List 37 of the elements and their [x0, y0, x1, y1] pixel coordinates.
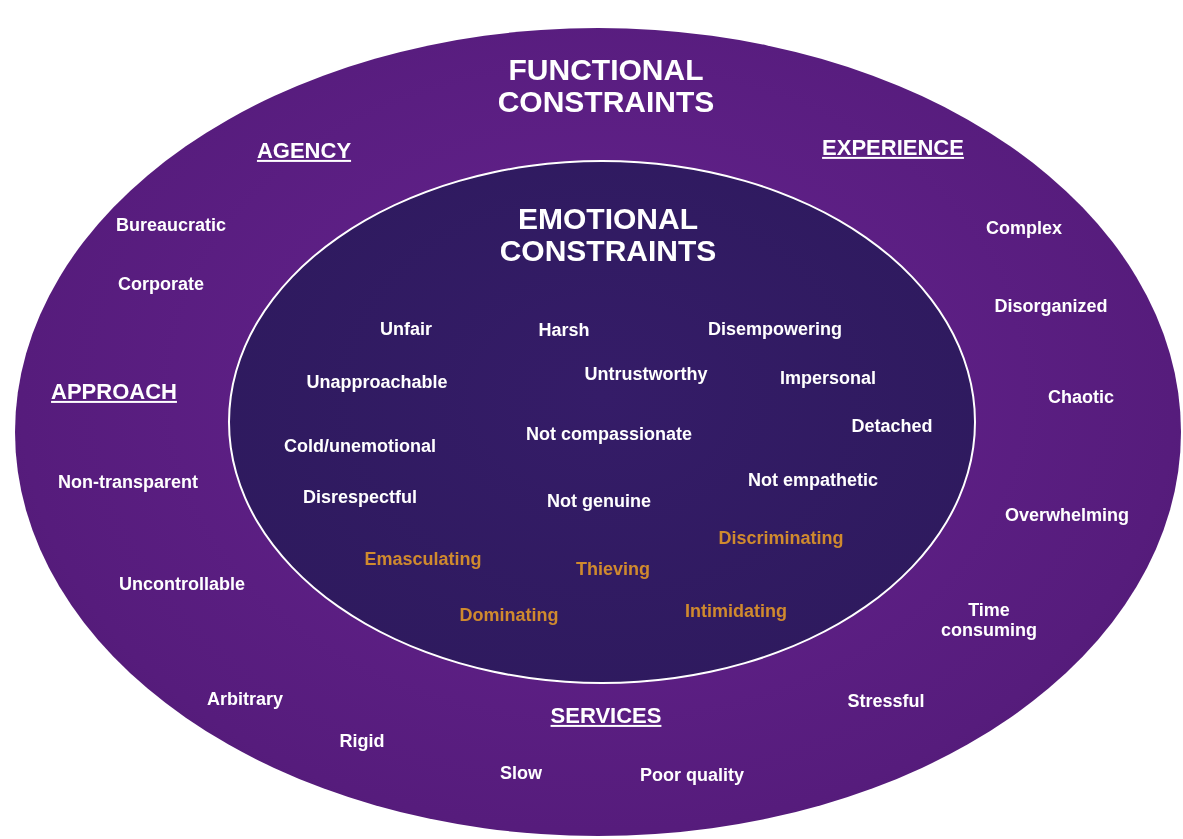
- term-text: Arbitrary: [207, 690, 283, 710]
- term-text: Bureaucratic: [115, 216, 227, 236]
- category-heading: AGENCY: [256, 138, 352, 164]
- term-text: Disorganized: [994, 297, 1108, 317]
- term-text: Complex: [986, 219, 1062, 239]
- term-text: Dominating: [459, 606, 559, 626]
- term-text: Chaotic: [1048, 388, 1114, 408]
- term-text: Impersonal: [780, 369, 876, 389]
- term-text: Not empathetic: [748, 471, 878, 491]
- term-text: Cold/unemotional: [284, 437, 436, 457]
- term-text: Detached: [851, 417, 933, 437]
- region-heading: FUNCTIONAL CONSTRAINTS: [496, 53, 716, 117]
- term-text: Harsh: [538, 321, 590, 341]
- term-text: Corporate: [118, 275, 204, 295]
- category-heading: APPROACH: [51, 379, 177, 405]
- term-text: Time consuming: [940, 601, 1038, 641]
- term-text: Rigid: [339, 732, 385, 752]
- term-text: Slow: [500, 764, 542, 784]
- term-text: Overwhelming: [1005, 506, 1129, 526]
- term-text: Uncontrollable: [119, 575, 245, 595]
- category-heading: SERVICES: [550, 703, 662, 729]
- region-heading: EMOTIONAL CONSTRAINTS: [498, 202, 718, 266]
- term-text: Poor quality: [640, 766, 744, 786]
- term-text: Discriminating: [718, 529, 844, 549]
- category-heading: EXPERIENCE: [822, 135, 964, 161]
- term-text: Emasculating: [364, 550, 482, 570]
- term-text: Stressful: [847, 692, 925, 712]
- term-text: Disempowering: [708, 320, 842, 340]
- term-text: Intimidating: [685, 602, 787, 622]
- term-text: Not compassionate: [526, 425, 692, 445]
- term-text: Untrustworthy: [584, 365, 708, 385]
- term-text: Unfair: [380, 320, 432, 340]
- term-text: Disrespectful: [303, 488, 417, 508]
- term-text: Not genuine: [547, 492, 651, 512]
- term-text: Thieving: [576, 560, 650, 580]
- term-text: Unapproachable: [306, 373, 448, 393]
- term-text: Non-transparent: [58, 473, 198, 493]
